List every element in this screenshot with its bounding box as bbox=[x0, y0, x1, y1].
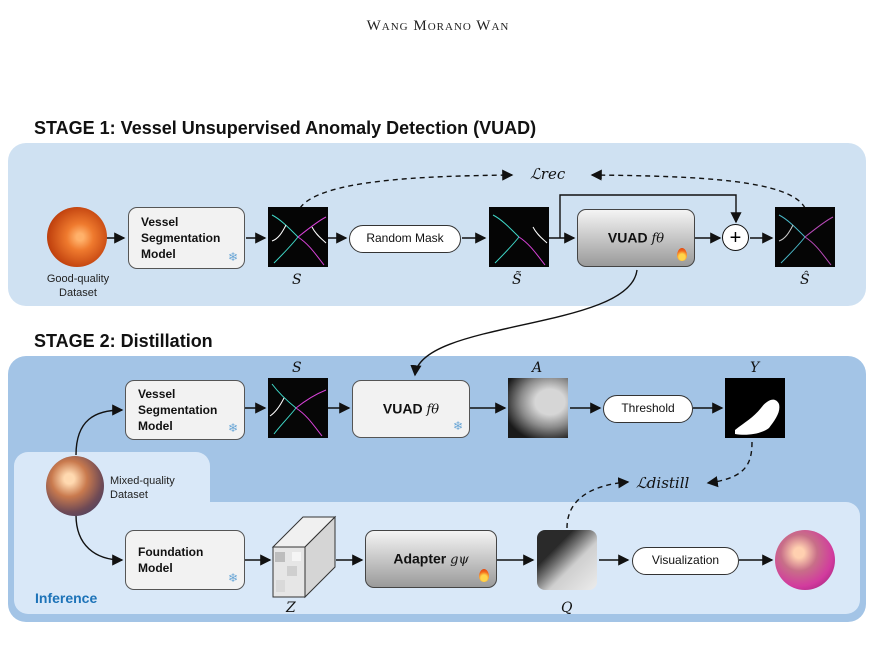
loss-rec-label: ℒrec bbox=[530, 165, 566, 183]
flame-icon bbox=[479, 569, 489, 582]
adapter-box: Adapter gψ bbox=[365, 530, 497, 588]
dataset-label-line1: Good-quality bbox=[46, 273, 110, 285]
adapter-label: Adapter bbox=[393, 550, 447, 567]
vessel-map-s-stage2 bbox=[268, 378, 328, 438]
dashed-y-to-distill bbox=[706, 441, 753, 488]
loss-distill-label: ℒdistill bbox=[636, 474, 690, 492]
vessel-map-s bbox=[268, 207, 328, 267]
dataset-label-line2: Dataset bbox=[59, 287, 97, 299]
seg2-line2: Segmentation bbox=[138, 403, 218, 417]
foundation-line1: Foundation bbox=[138, 545, 204, 559]
label-y: Y bbox=[750, 360, 760, 376]
vuad-label: VUAD bbox=[607, 229, 648, 246]
arrow-dataset-to-seg2 bbox=[75, 404, 124, 456]
seg2-line1: Vessel bbox=[138, 387, 176, 401]
label-s: S bbox=[292, 272, 302, 288]
mixed-label-line2: Dataset bbox=[110, 489, 148, 501]
vuad2-label: VUAD bbox=[382, 400, 423, 417]
stage2-title: STAGE 2: Distillation bbox=[34, 331, 213, 351]
snowflake-icon: ❄ bbox=[227, 250, 238, 264]
good-quality-fundus-image bbox=[47, 207, 107, 267]
random-mask-box: Random Mask bbox=[349, 225, 461, 253]
vuad-box-stage1: VUAD fθ bbox=[577, 209, 695, 267]
flame-icon bbox=[677, 248, 687, 261]
threshold-box: Threshold bbox=[603, 395, 693, 423]
vuad2-fn-label: fθ bbox=[426, 402, 440, 418]
label-s-tilde: S̃ bbox=[512, 272, 522, 288]
mixed-quality-dataset-label: Mixed-quality Dataset bbox=[110, 474, 200, 502]
snowflake-icon: ❄ bbox=[227, 421, 238, 435]
skip-connection bbox=[559, 194, 742, 238]
mixed-label-line1: Mixed-quality bbox=[110, 475, 175, 487]
vessel-segmentation-model-box: Vessel Segmentation Model ❄ bbox=[128, 207, 245, 269]
mixed-quality-fundus-image bbox=[46, 456, 104, 516]
snowflake-icon: ❄ bbox=[227, 571, 238, 585]
foundation-line2: Model bbox=[138, 561, 173, 575]
seg-line1: Vessel bbox=[141, 215, 179, 229]
visualization-box: Visualization bbox=[632, 547, 739, 575]
good-quality-dataset-label: Good-quality Dataset bbox=[30, 272, 126, 300]
masked-vessel-map-s-tilde bbox=[489, 207, 549, 267]
anomaly-map-a bbox=[508, 378, 568, 438]
vuad-box-stage2: VUAD fθ ❄ bbox=[352, 380, 470, 438]
inference-label: Inference bbox=[35, 590, 98, 606]
label-s-hat: Ŝ bbox=[800, 272, 810, 288]
seg-line2: Segmentation bbox=[141, 231, 221, 245]
arrow-dataset-to-foundation bbox=[75, 514, 124, 566]
reconstructed-vessel-map-s-hat bbox=[775, 207, 835, 267]
patch-map-q bbox=[537, 530, 597, 590]
dashed-s-to-loss bbox=[299, 169, 514, 209]
stage1-title: STAGE 1: Vessel Unsupervised Anomaly Det… bbox=[34, 118, 537, 138]
feature-cube-z bbox=[271, 515, 337, 599]
vuad-fn-label: fθ bbox=[651, 231, 665, 247]
label-a: A bbox=[532, 360, 543, 376]
label-z: Z bbox=[286, 600, 296, 616]
page-header: Wang Morano Wan bbox=[366, 18, 510, 34]
vessel-segmentation-model-box-stage2: Vessel Segmentation Model ❄ bbox=[125, 380, 245, 440]
label-q: Q bbox=[561, 600, 573, 616]
seg2-line3: Model bbox=[138, 419, 173, 433]
visualization-output-image bbox=[775, 530, 835, 590]
foundation-model-box: Foundation Model ❄ bbox=[125, 530, 245, 590]
dashed-shat-to-loss bbox=[590, 169, 806, 209]
label-s-stage2: S bbox=[292, 360, 302, 376]
adapter-fn-label: gψ bbox=[450, 552, 469, 568]
dashed-q-to-distill bbox=[566, 477, 630, 529]
plus-operator: + bbox=[722, 224, 749, 251]
binary-mask-y bbox=[725, 378, 785, 438]
seg-line3: Model bbox=[141, 247, 176, 261]
snowflake-icon: ❄ bbox=[452, 419, 463, 433]
arrow-weights-transfer bbox=[410, 269, 638, 377]
